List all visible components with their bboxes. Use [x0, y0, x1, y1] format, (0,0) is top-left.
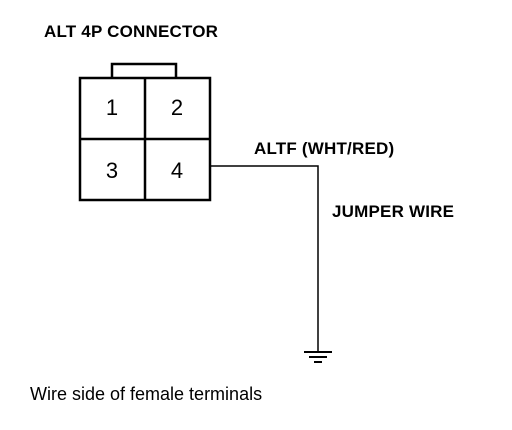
jumper-wire-label: JUMPER WIRE — [332, 202, 455, 221]
terminal-2: 2 — [171, 95, 183, 120]
diagram-caption: Wire side of female terminals — [30, 384, 263, 404]
jumper-wire — [210, 165, 319, 352]
terminal-3: 3 — [106, 158, 118, 183]
diagram-title: ALT 4P CONNECTOR — [44, 22, 219, 41]
connector-latch — [110, 62, 178, 78]
terminal-1: 1 — [106, 95, 118, 120]
terminal-4: 4 — [171, 158, 183, 183]
wire-color-label: ALTF (WHT/RED) — [254, 139, 395, 158]
ground-icon — [304, 351, 332, 363]
